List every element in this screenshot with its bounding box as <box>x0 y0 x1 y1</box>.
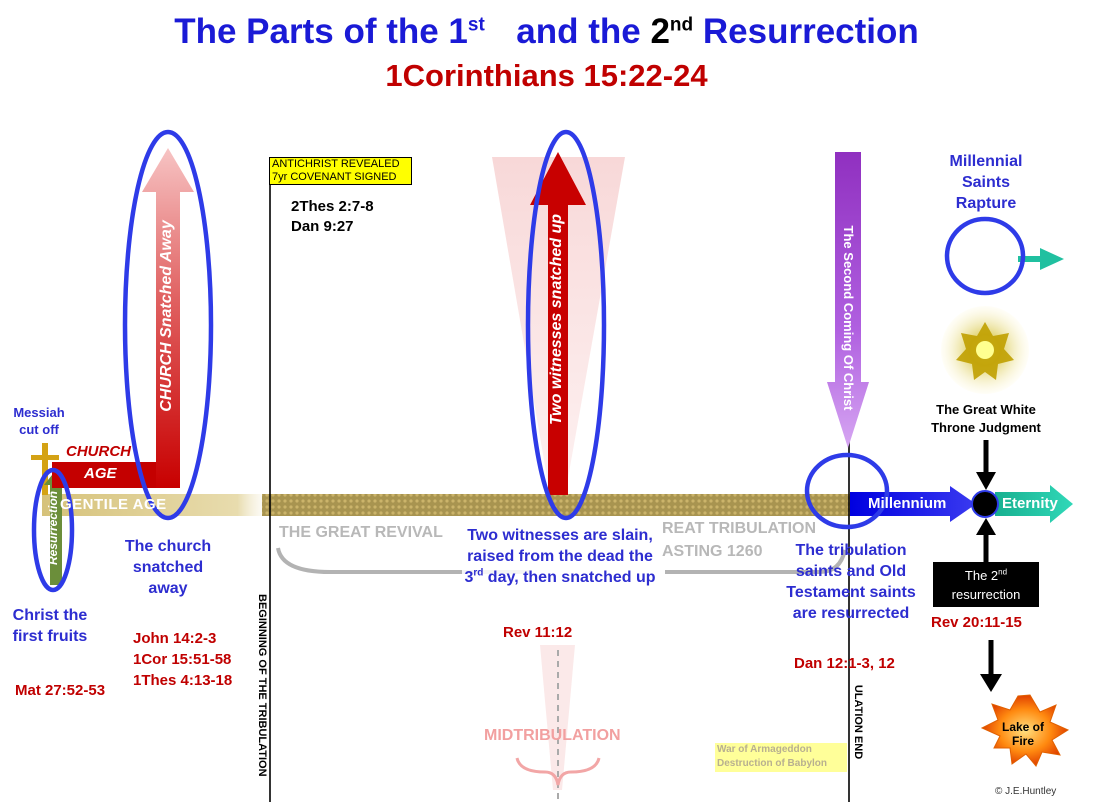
rapture-arrow-icon <box>1040 248 1064 270</box>
church-highlight <box>122 129 214 521</box>
witnesses-arrow-label: Two witnesses snatched up <box>548 213 565 425</box>
millennial-rapture-label: Millennial Saints Rapture <box>949 153 1023 212</box>
rev20-reference: Rev 20:11-15 <box>931 614 1022 631</box>
dan-reference: Dan 12:1-3, 12 <box>794 655 895 672</box>
lake-of-fire-label: Lake of Fire <box>1001 720 1044 748</box>
down-arrow-icon <box>976 472 996 490</box>
church-snatched-label: The church snatched away <box>124 538 212 597</box>
resurrection-arrow-label: Resurrection <box>46 490 60 566</box>
down-to-fire-arrow-icon <box>980 674 1002 692</box>
midtrib-brace <box>515 757 601 786</box>
judgment-point <box>971 490 999 518</box>
church-age-label-1: CHURCH <box>66 443 131 460</box>
christ-first-fruits-label: Christ the first fruits <box>12 607 88 645</box>
mat-reference: Mat 27:52-53 <box>15 682 106 699</box>
millennial-highlight <box>944 216 1026 296</box>
page-title: The Parts of the 1st and the 2nd Resurre… <box>174 12 919 51</box>
second-resurrection-box: The 2nd resurrection <box>933 562 1039 607</box>
eternity-label: Eternity <box>1002 495 1058 512</box>
eternity-arrow <box>995 485 1073 523</box>
resurrection-arrow <box>44 470 68 585</box>
witnesses-arrow <box>530 152 586 495</box>
up-arrow-icon <box>976 518 996 535</box>
second-coming-arrow <box>827 152 869 448</box>
church-arrow-label: CHURCH Snatched Away <box>158 220 175 412</box>
two-witnesses-description: Two witnesses are slain, raised from the… <box>462 525 658 588</box>
witnesses-highlight <box>525 129 607 521</box>
great-revival-bracket <box>276 547 530 574</box>
church-references: John 14:2-3 1Cor 15:51-58 1Thes 4:13-18 <box>133 630 233 689</box>
great-tribulation-label: REAT TRIBULATION <box>662 520 817 537</box>
lasting-label: ASTING 1260 <box>662 543 763 560</box>
page-subtitle: 1Corinthians 15:22-24 <box>385 58 708 93</box>
lake-of-fire-icon <box>980 694 1070 767</box>
antichrist-box: ANTICHRIST REVEALED 7yr COVENANT SIGNED <box>269 157 412 185</box>
rev11-reference: Rev 11:12 <box>503 624 573 641</box>
cross-icon <box>42 443 48 495</box>
midtribulation-label: MIDTRIBULATION <box>484 727 621 744</box>
church-arrow <box>52 148 194 488</box>
second-coming-label: The Second Coming Of Christ <box>841 225 856 411</box>
copyright-label: © J.E.Huntley <box>995 786 1057 797</box>
great-revival-label: THE GREAT REVIVAL <box>279 524 443 541</box>
gentile-age-label: GENTILE AGE <box>60 496 167 513</box>
tribulation-saints-highlight <box>804 452 890 530</box>
tribulation-end-label: ULATION END <box>852 684 864 760</box>
millennium-label: Millennium <box>868 495 947 512</box>
resurrection-highlight <box>31 467 75 593</box>
armageddon-box: War of Armageddon Destruction of Babylon <box>715 743 847 772</box>
tribulation-saints-label: The tribulation saints and Old Testament… <box>786 542 916 622</box>
church-age-label-2: AGE <box>84 465 117 482</box>
beginning-tribulation-label: BEGINNING OF THE TRIBULATION <box>256 594 268 777</box>
messiah-label: Messiah cut off <box>13 405 65 437</box>
gentile-age-bar <box>42 494 272 516</box>
white-throne-label: The Great White Throne Judgment <box>931 402 1041 435</box>
thes-references: 2Thes 2:7-8 Dan 9:27 <box>291 198 374 235</box>
tribulation-bracket <box>665 549 847 574</box>
tribulation-timeline <box>262 494 852 516</box>
